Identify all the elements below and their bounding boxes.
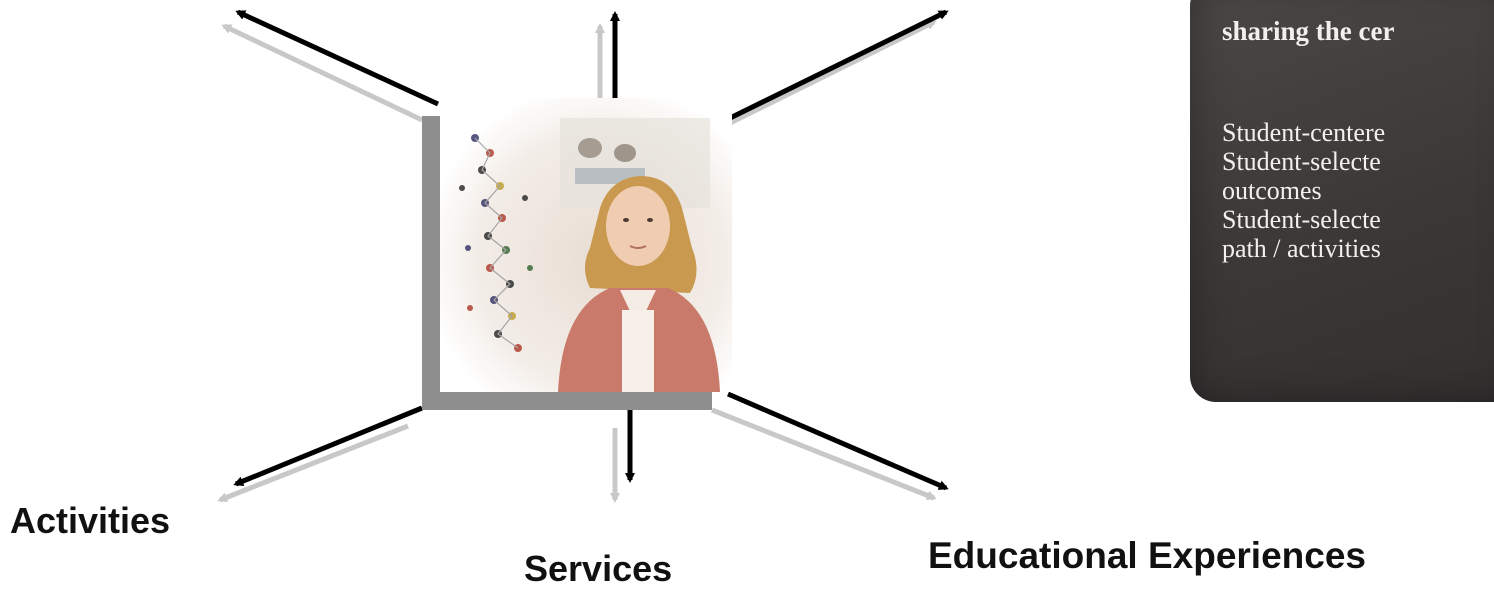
- shadow-arrow-lower-left: [217, 423, 409, 503]
- arrow-lower-right: [727, 391, 949, 491]
- label-activities: Activities: [10, 500, 171, 541]
- student-photo: [440, 98, 732, 392]
- shadow-arrow-upper-left: [221, 23, 424, 123]
- main-arrows: [233, 9, 949, 491]
- shadow-arrow-upper-right: [710, 19, 937, 135]
- photo-frame: [422, 98, 732, 410]
- note-card: sharing the cer Student-centere Student-…: [1190, 0, 1494, 402]
- note-item-student-selected-path: Student-selecte path / activities: [1222, 205, 1381, 263]
- frame-shadow-vertical: [422, 116, 440, 410]
- arrow-upper-left: [235, 9, 440, 107]
- student-illustration: [459, 118, 720, 392]
- label-educational-experiences: Educational Experiences: [928, 535, 1367, 576]
- arrow-lower-left: [233, 405, 423, 487]
- note-item-student-selected-outcomes: Student-selecte outcomes: [1222, 147, 1381, 205]
- frame-shadow-horizontal: [422, 392, 712, 410]
- shadow-arrows: [217, 19, 937, 503]
- shadow-arrow-lower-right: [711, 407, 937, 501]
- note-list: Student-centere Student-selecte outcomes…: [1222, 118, 1385, 263]
- arrow-upper-right: [724, 9, 949, 123]
- molecule-model: [459, 134, 533, 352]
- student-figure: [558, 176, 720, 392]
- note-heading: sharing the cer: [1222, 16, 1395, 46]
- note-item-student-centered: Student-centere: [1222, 118, 1386, 147]
- label-services: Services: [524, 548, 673, 589]
